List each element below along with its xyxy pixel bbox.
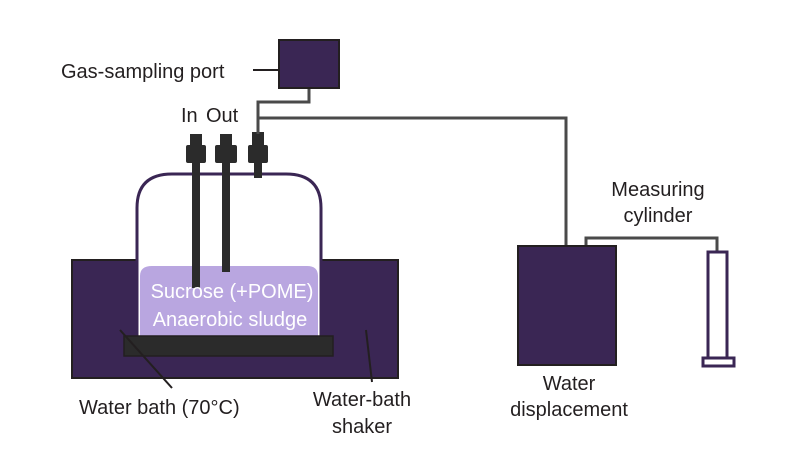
in-label: In bbox=[181, 105, 198, 127]
in-connector bbox=[186, 134, 206, 163]
gas-connector bbox=[248, 132, 268, 163]
gas-sampling-port bbox=[278, 39, 340, 89]
gas-line-to-displacement bbox=[258, 116, 568, 246]
water-bath-label: Water bath (70°C) bbox=[79, 397, 240, 419]
gas-sampling-port-label: Gas-sampling port bbox=[61, 61, 225, 83]
water-bath-leader bbox=[119, 329, 173, 389]
shaker-label-line1: Water-bath bbox=[313, 389, 411, 411]
measuring-cylinder-label-line1: Measuring bbox=[611, 179, 704, 201]
out-tube bbox=[222, 160, 230, 272]
water-displacement-label-line2: displacement bbox=[510, 399, 628, 421]
shaker-leader bbox=[365, 329, 373, 383]
water-displacement-vessel bbox=[517, 245, 617, 366]
gas-outlet-stub bbox=[254, 160, 262, 178]
measuring-cylinder-label-line2: cylinder bbox=[624, 205, 693, 227]
liquid-label-line2: Anaerobic sludge bbox=[153, 309, 308, 331]
gas-line-to-port bbox=[256, 88, 311, 134]
measuring-cylinder bbox=[701, 250, 736, 368]
liquid-label-line1: Sucrose (+POME) bbox=[151, 281, 314, 303]
displacement-to-cylinder-line bbox=[584, 236, 719, 252]
shaker-platform bbox=[123, 335, 334, 357]
water-displacement-label-line1: Water bbox=[543, 373, 596, 395]
reactor-liquid bbox=[140, 266, 318, 338]
in-tube bbox=[192, 160, 200, 288]
out-connector bbox=[215, 134, 237, 163]
out-label: Out bbox=[206, 105, 239, 127]
shaker-label-line2: shaker bbox=[332, 416, 392, 438]
